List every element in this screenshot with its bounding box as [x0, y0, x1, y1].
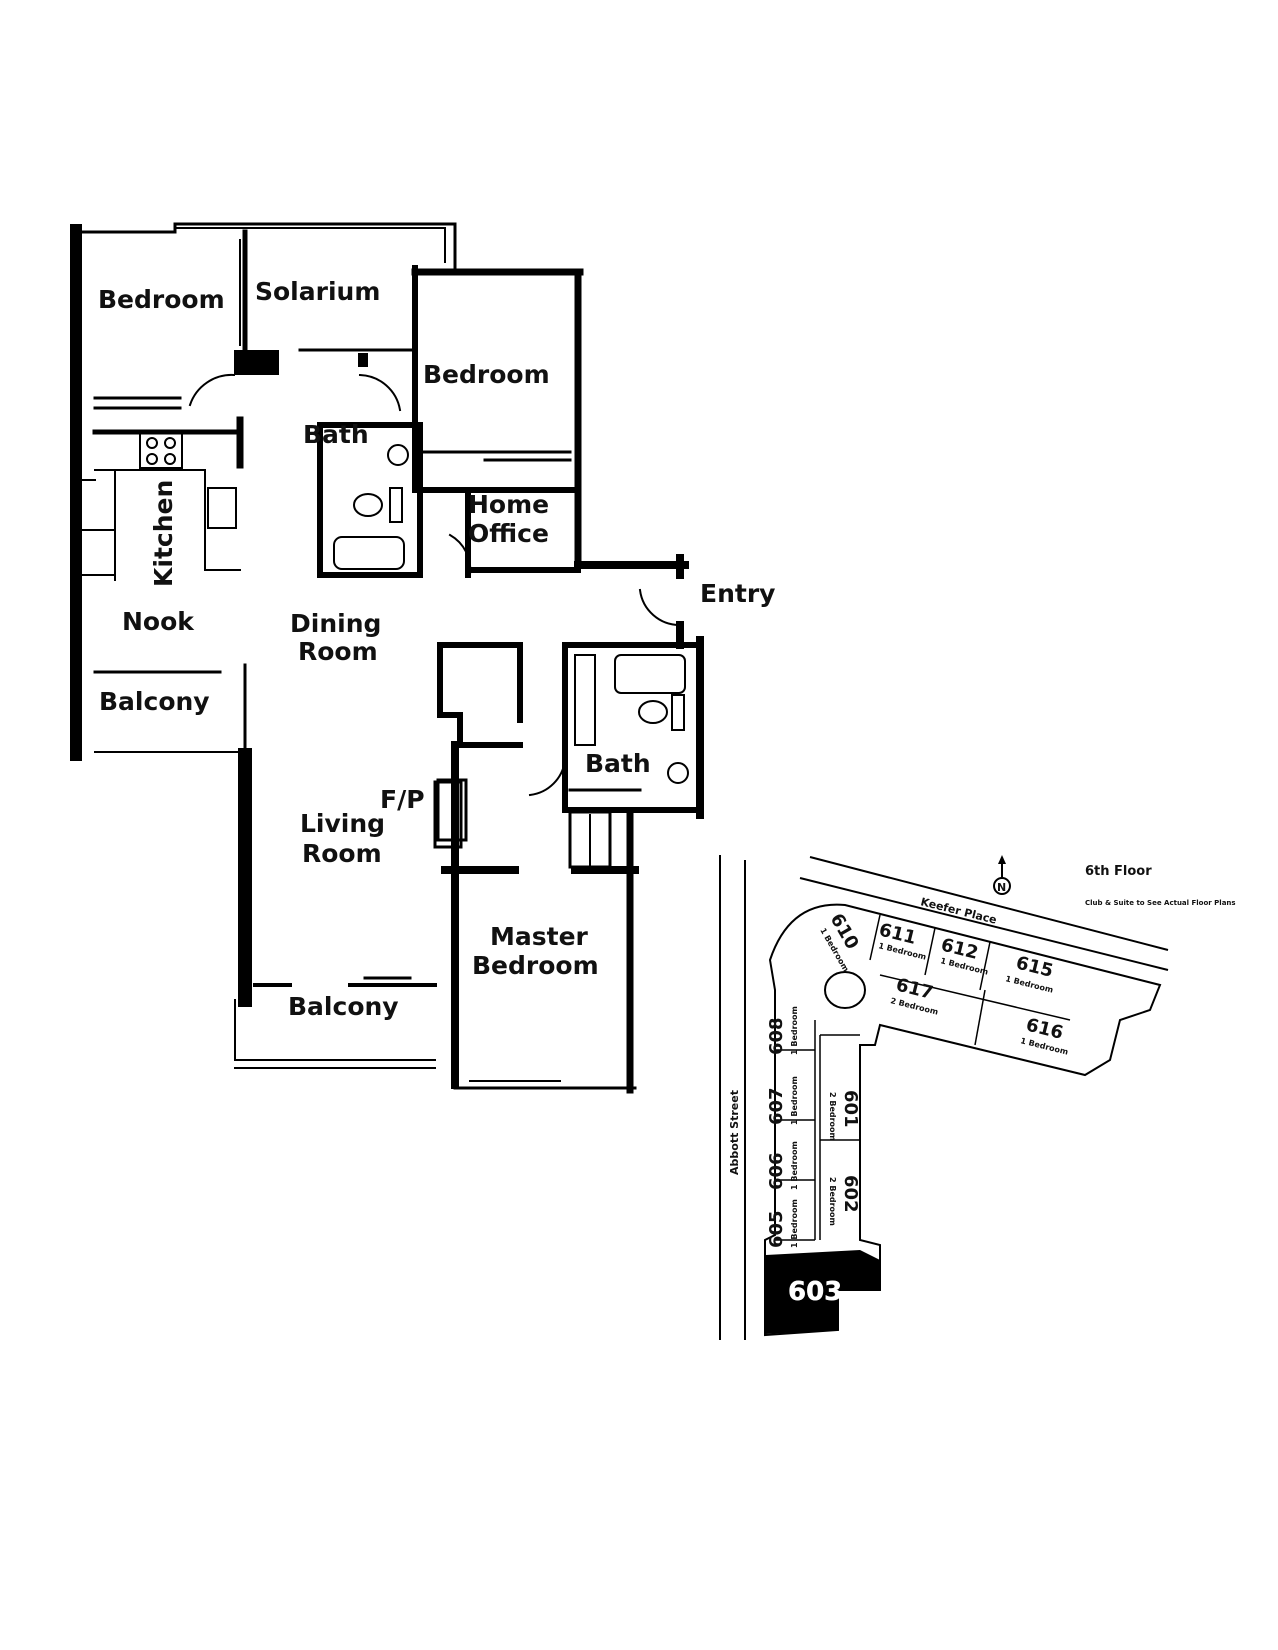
street-line-top-inner — [799, 877, 1169, 971]
room-label-bath-lower: Bath — [585, 749, 651, 778]
room-labels: Bedroom Solarium Bedroom Bath Kitchen Ho… — [98, 277, 775, 1021]
unit-607-desc: 1 Bedroom — [790, 1076, 799, 1125]
room-label-solarium: Solarium — [255, 277, 380, 306]
north-arrow-icon: N — [993, 855, 1011, 895]
unit-605-label: 605 — [766, 1210, 787, 1248]
unit-608-desc: 1 Bedroom — [790, 1006, 799, 1055]
unit-605-desc: 1 Bedroom — [790, 1199, 799, 1248]
room-label-bedroom-left: Bedroom — [98, 285, 225, 314]
north-label: N — [997, 881, 1006, 894]
street-line-top — [809, 856, 1169, 951]
room-label-entry: Entry — [700, 579, 775, 608]
note-top-right: Club & Suite to See Actual Floor Plans — [1085, 899, 1236, 907]
unit-606-label: 606 — [766, 1152, 787, 1190]
courtyard-circle — [824, 971, 866, 1009]
room-label-home-office-1: Home — [468, 490, 549, 519]
unit-608-label: 608 — [766, 1017, 787, 1055]
key-plan: 603 601 2 Bedroom 602 2 Bedroom 605 1 Be… — [719, 855, 1236, 1340]
room-label-bedroom-right: Bedroom — [423, 360, 550, 389]
unit-601-desc: 2 Bedroom — [828, 1092, 837, 1141]
room-label-bath-upper: Bath — [303, 420, 369, 449]
room-label-balcony-bottom: Balcony — [288, 992, 399, 1021]
room-label-dining-1: Dining — [290, 609, 381, 638]
room-label-living-2: Room — [302, 839, 382, 868]
unit-601-label: 601 — [840, 1090, 861, 1128]
unit-606-desc: 1 Bedroom — [790, 1141, 799, 1190]
unit-607-label: 607 — [766, 1087, 787, 1125]
unit-602-label: 602 — [840, 1175, 861, 1213]
room-label-master-1: Master — [490, 922, 589, 951]
room-label-master-2: Bedroom — [472, 951, 599, 980]
room-label-nook: Nook — [122, 607, 195, 636]
floor-label: 6th Floor — [1085, 864, 1152, 879]
room-label-living-1: Living — [300, 809, 385, 838]
room-label-balcony-left: Balcony — [99, 687, 210, 716]
unit-603-label: 603 — [788, 1277, 842, 1307]
room-label-kitchen: Kitchen — [149, 480, 178, 587]
street-label-abbott: Abbott Street — [728, 1090, 741, 1175]
floor-plan-walls — [70, 222, 704, 1094]
unit-602-desc: 2 Bedroom — [828, 1177, 837, 1226]
unit-603-highlight — [766, 1250, 880, 1334]
room-label-dining-2: Room — [298, 637, 378, 666]
room-label-home-office-2: Office — [468, 519, 549, 548]
unit-dividers — [775, 914, 1071, 1241]
room-label-fireplace: F/P — [380, 785, 425, 814]
